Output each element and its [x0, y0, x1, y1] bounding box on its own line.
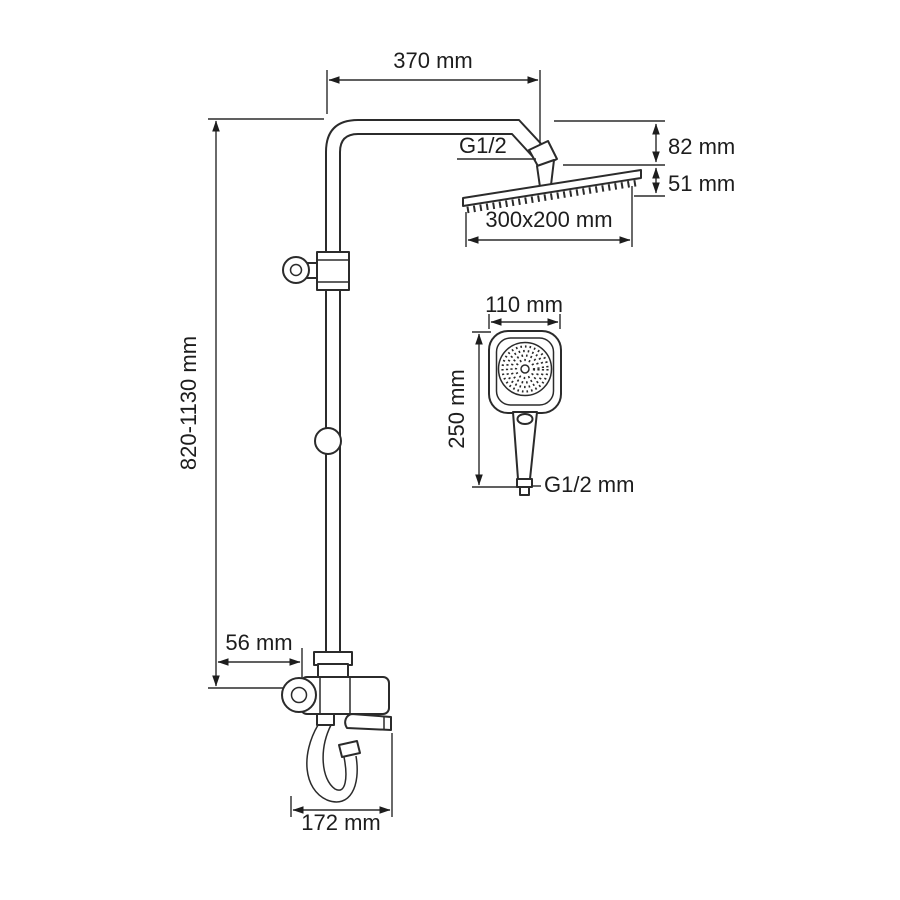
spray-ring-4	[514, 358, 536, 380]
mixer-assembly	[281, 651, 392, 803]
dim-head-size: 300x200 mm	[485, 207, 612, 232]
hand-shower-face	[497, 341, 553, 397]
dim-head-connection: G1/2	[459, 133, 507, 158]
dim-hand-connection: G1/2 mm	[544, 472, 634, 497]
spray-center	[520, 364, 530, 374]
dim-head-thickness: 51 mm	[668, 171, 735, 196]
spray-ring-3	[510, 354, 540, 384]
spray-ring-1	[501, 345, 549, 393]
column-slider-joint	[314, 427, 342, 455]
mode-button	[516, 413, 534, 425]
diverter-knob-center	[289, 263, 303, 277]
dim-spout-reach: 172 mm	[301, 810, 380, 835]
hose-inner-curve	[322, 724, 347, 791]
dim-head-offset: 82 mm	[668, 134, 735, 159]
rain-shower-head	[462, 169, 642, 207]
column-coupler-lower	[317, 663, 349, 679]
dimension-annotations: 370 mm G1/2 82 mm 51 mm 300x200 mm 110 m…	[176, 48, 735, 835]
dim-hand-width: 110 mm	[485, 292, 563, 317]
handle-connector-upper	[516, 478, 533, 488]
hose-outlet	[316, 713, 335, 726]
hose-end-fitting	[338, 740, 361, 758]
rain-shower-assembly	[462, 140, 642, 214]
hand-shower-head-inner	[495, 337, 555, 406]
head-link	[536, 159, 555, 188]
head-nozzles	[466, 179, 638, 214]
diverter-knob	[282, 256, 310, 284]
mixer-handle-center	[290, 686, 308, 704]
dim-wall-offset: 56 mm	[225, 630, 292, 655]
dim-arm-length: 370 mm	[393, 48, 472, 73]
hand-shower-detail	[488, 330, 562, 496]
spray-ring-2	[505, 349, 545, 389]
dim-column-height: 820-1130 mm	[176, 336, 201, 470]
diverter-body	[316, 251, 350, 291]
hose-outer-curve	[306, 724, 358, 803]
mixer-handle	[281, 677, 317, 713]
dim-hand-height: 250 mm	[444, 369, 469, 448]
handle-connector-lower	[519, 486, 530, 496]
